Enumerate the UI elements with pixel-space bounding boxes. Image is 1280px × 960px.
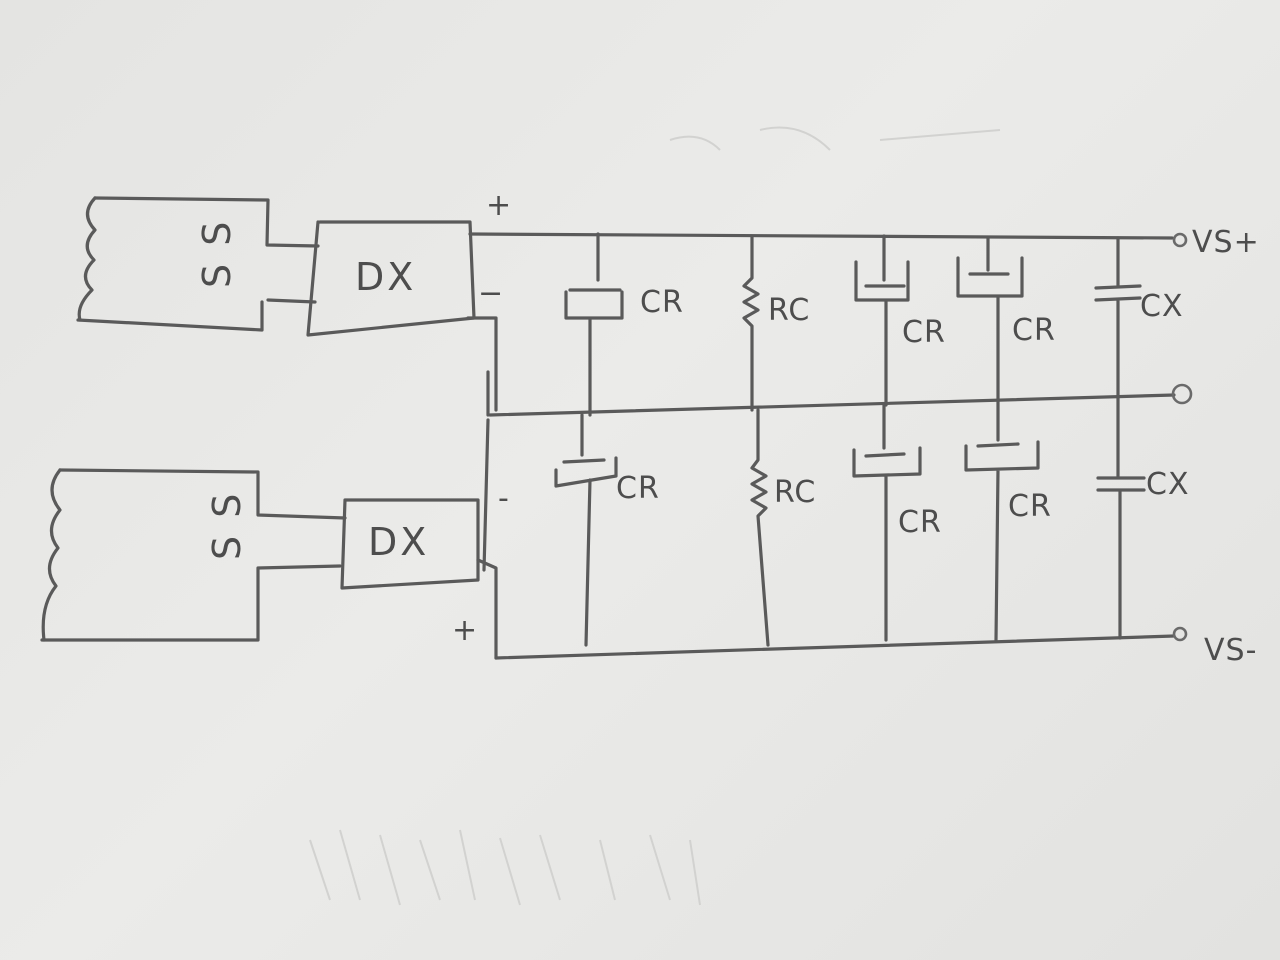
vs-plus-terminal-icon [1172, 232, 1188, 248]
vs-minus-label: VS- [1204, 633, 1257, 668]
rc-top: RC [742, 234, 810, 412]
bottom-source-coil-icon [41, 468, 62, 642]
top-source-coil-icon [77, 196, 97, 322]
cr-top-1: CR [564, 232, 684, 417]
positive-rail [468, 232, 1174, 240]
top-converter-plus-sign: + [486, 188, 511, 223]
cr-top-3: CR [956, 236, 1056, 402]
middle-terminal-icon [1171, 383, 1193, 405]
bottom-row-components: CR RC CR CR CX [554, 396, 1190, 647]
top-source-winding-label: S S [195, 219, 239, 288]
negative-rail [494, 634, 1176, 660]
bottom-source: S S [40, 468, 347, 642]
cr-top-2-label: CR [902, 315, 946, 350]
top-source: S S [76, 196, 320, 332]
cr-top-3-label: CR [1012, 313, 1056, 348]
cr-top-2: CR [854, 234, 946, 407]
vs-minus-terminal-icon [1172, 626, 1188, 642]
background-ghost-markings [309, 126, 1001, 906]
bottom-converter-plus-sign: + [452, 613, 477, 648]
vs-plus-label: VS+ [1192, 225, 1260, 260]
cx-bot: CX [1096, 396, 1190, 640]
cx-top-label: CX [1140, 289, 1184, 324]
cr-bot-1-label: CR [616, 471, 660, 506]
cr-bot-3-label: CR [1008, 489, 1052, 524]
cr-bot-2-label: CR [898, 505, 942, 540]
bottom-converter-minus-sign: - [498, 481, 509, 516]
rc-bot-label: RC [774, 475, 816, 510]
cx-top: CX [1094, 236, 1184, 400]
bottom-converter: DX - + [340, 481, 509, 648]
cr-bot-3: CR [964, 398, 1052, 642]
cr-top-1-label: CR [640, 285, 684, 320]
top-converter: DX + − [306, 188, 511, 337]
middle-rail [488, 393, 1176, 417]
cr-bot-2: CR [852, 403, 942, 642]
terminals: VS+ VS- [1171, 225, 1260, 668]
bottom-source-winding-label: S S [205, 491, 249, 560]
cr-bot-1: CR [554, 413, 660, 647]
top-converter-minus-sign: − [478, 276, 503, 311]
bottom-converter-label: DX [368, 520, 429, 564]
top-converter-label: DX [355, 255, 416, 299]
rc-top-label: RC [768, 293, 810, 328]
rails [466, 232, 1176, 660]
top-row-components: CR RC CR CR CX [564, 232, 1184, 417]
cx-bot-label: CX [1146, 467, 1190, 502]
rc-bot: RC [750, 408, 816, 647]
